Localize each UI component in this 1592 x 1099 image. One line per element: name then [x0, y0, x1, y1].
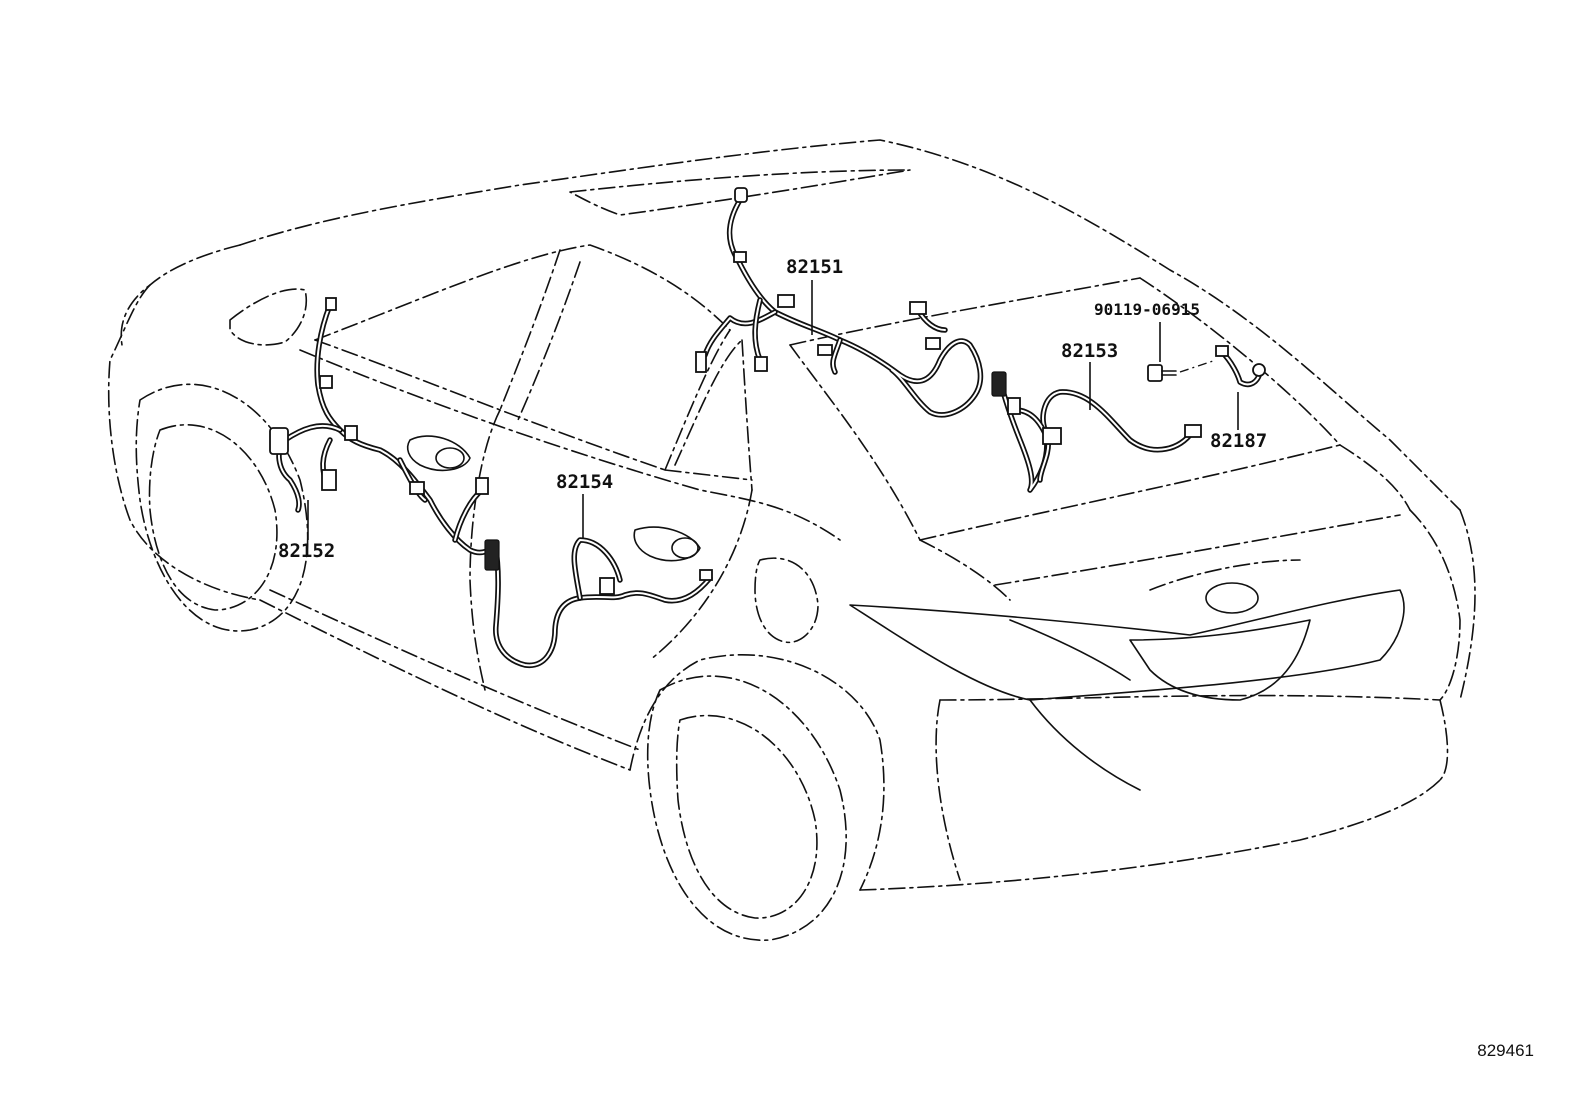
callout-labels: 82151 82152 82153 82154 82187 90119-0691… — [278, 256, 1267, 562]
label-82151[interactable]: 82151 — [786, 256, 843, 278]
harness-82153-wire[interactable] — [991, 371, 1202, 493]
harness-82151-wire[interactable] — [695, 187, 984, 418]
car-body-outline — [107, 139, 1476, 941]
label-82152[interactable]: 82152 — [278, 540, 335, 562]
label-82153[interactable]: 82153 — [1061, 340, 1118, 362]
rear-lights — [849, 582, 1405, 791]
bolt-icon[interactable] — [1147, 364, 1177, 382]
harness-82152-wire[interactable] — [269, 297, 498, 556]
harness-82187-wire[interactable] — [1215, 345, 1266, 388]
leader-lines — [307, 280, 1239, 540]
door-handles — [406, 435, 701, 562]
diagram-id: 829461 — [1477, 1041, 1534, 1060]
harness-82154-wire[interactable] — [484, 537, 713, 668]
label-90119-06915[interactable]: 90119-06915 — [1094, 300, 1200, 319]
label-82187[interactable]: 82187 — [1210, 430, 1267, 452]
label-82154[interactable]: 82154 — [556, 471, 613, 493]
